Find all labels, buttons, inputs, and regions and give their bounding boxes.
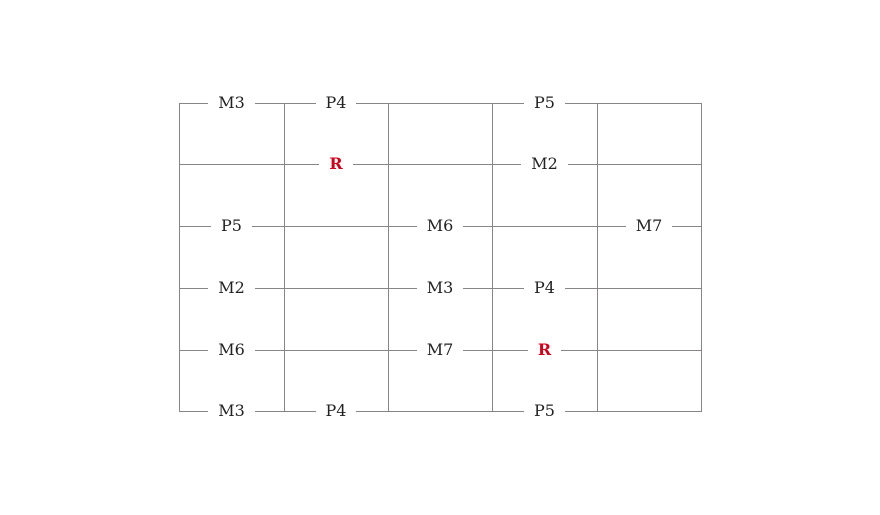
interval-text: R xyxy=(527,340,562,359)
fret-line xyxy=(597,103,598,412)
interval-label: M2 xyxy=(197,277,267,299)
string-line xyxy=(179,103,702,104)
interval-text: P5 xyxy=(524,401,565,420)
interval-label: P4 xyxy=(301,400,371,422)
interval-label: M6 xyxy=(405,215,475,237)
interval-text: M6 xyxy=(208,340,255,359)
interval-text: M3 xyxy=(416,278,464,297)
fret-line xyxy=(179,103,180,412)
interval-label: M2 xyxy=(510,153,580,175)
interval-text: R xyxy=(319,154,353,173)
interval-text: M2 xyxy=(208,278,255,297)
string-line xyxy=(179,411,702,412)
interval-text: M7 xyxy=(625,216,673,235)
string-line xyxy=(179,164,702,165)
interval-text: P4 xyxy=(315,401,357,420)
interval-label: M3 xyxy=(197,92,267,114)
root-note-label: R xyxy=(301,153,371,175)
interval-label: M6 xyxy=(197,339,267,361)
root-note-label: R xyxy=(510,339,580,361)
interval-text: P5 xyxy=(211,216,252,235)
interval-text: M3 xyxy=(208,93,255,112)
interval-label: P5 xyxy=(510,92,580,114)
interval-label: P5 xyxy=(197,215,267,237)
fret-line xyxy=(492,103,493,412)
interval-text: P4 xyxy=(315,93,357,112)
fret-line xyxy=(701,103,702,412)
interval-text: M2 xyxy=(521,154,568,173)
interval-label: P4 xyxy=(510,277,580,299)
interval-text: P4 xyxy=(524,278,565,297)
interval-label: P4 xyxy=(301,92,371,114)
interval-label: M7 xyxy=(405,339,475,361)
interval-text: M6 xyxy=(416,216,464,235)
fret-line xyxy=(284,103,285,412)
interval-text: P5 xyxy=(524,93,565,112)
fret-line xyxy=(388,103,389,412)
interval-label: M7 xyxy=(614,215,684,237)
interval-label: M3 xyxy=(405,277,475,299)
interval-label: P5 xyxy=(510,400,580,422)
interval-text: M3 xyxy=(208,401,255,420)
interval-text: M7 xyxy=(416,340,464,359)
interval-label: M3 xyxy=(197,400,267,422)
